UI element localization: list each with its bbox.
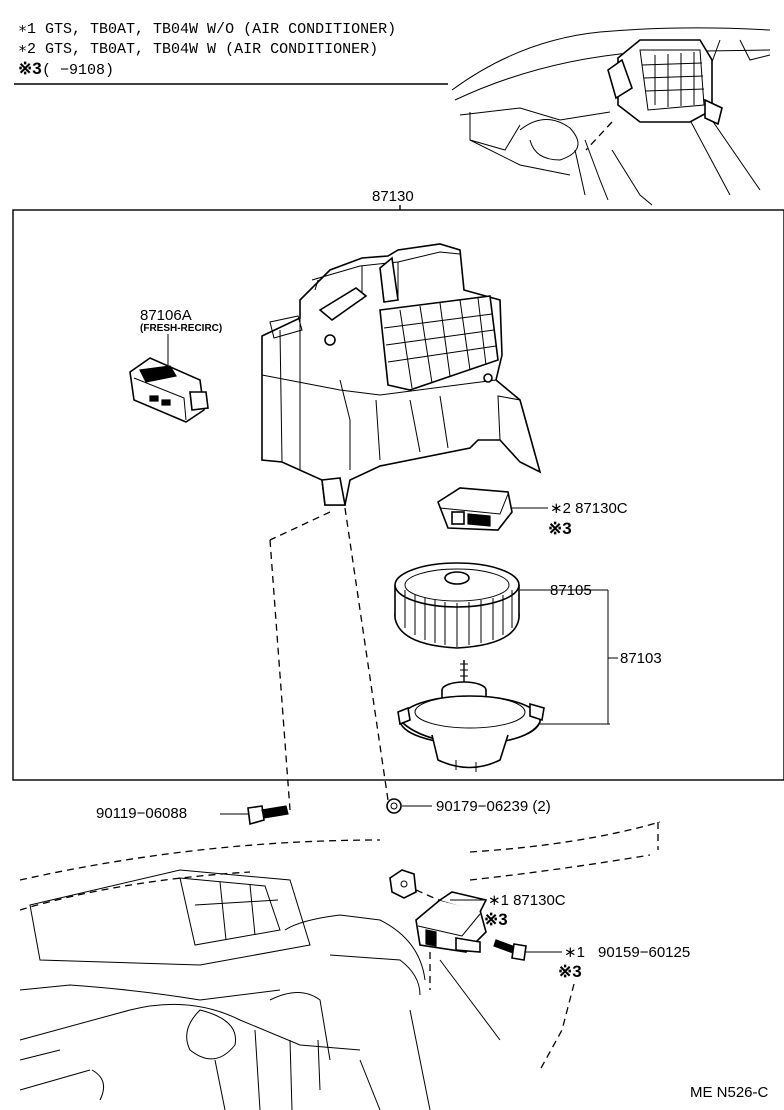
assembly-box	[12, 209, 784, 781]
header-notes: ∗1 GTS, TB0AT, TB04W W/O (AIR CONDITIONE…	[14, 21, 448, 85]
dashboard-location-sketch	[451, 27, 771, 206]
blower-housing	[261, 243, 542, 506]
label-87103: 87103	[620, 650, 662, 667]
blower-resistor-lower	[415, 891, 488, 953]
assembly-label: 87130	[372, 188, 414, 205]
label-87130C-upper: ∗2 87130C	[550, 500, 628, 517]
note-1: ∗1 GTS, TB0AT, TB04W W/O (AIR CONDITIONE…	[18, 21, 396, 38]
note-3-mark: ※3	[18, 59, 42, 78]
label-87105: 87105	[550, 582, 592, 599]
bracket-clip	[389, 869, 417, 899]
label-87130C-lower-note: ※3	[484, 910, 508, 929]
label-87130C-upper-note: ※3	[548, 519, 572, 538]
label-87106A-desc: (FRESH-RECIRC)	[140, 323, 222, 334]
lower-dashboard-sketch	[19, 821, 661, 1110]
blower-fan-87105	[394, 562, 520, 649]
label-90159-note: ※3	[558, 962, 582, 981]
label-87106A: 87106A	[140, 307, 192, 324]
label-90179: 90179−06239 (2)	[436, 798, 551, 815]
label-87130C-lower: ∗1 87130C	[488, 892, 566, 909]
label-90159: 90159−60125	[598, 944, 690, 961]
blower-resistor-upper	[437, 487, 513, 531]
nut-90179	[386, 798, 402, 814]
screw-90159	[493, 939, 527, 961]
label-90119: 90119−06088	[96, 805, 187, 822]
note-3-range: ( −9108)	[42, 62, 114, 79]
blower-motor	[397, 660, 545, 772]
servo-motor-87106A	[129, 357, 209, 423]
screw-90119	[247, 805, 289, 826]
label-90159-mark: ∗1	[564, 944, 585, 961]
footer-code: ME N526-C	[690, 1084, 769, 1101]
note-2: ∗2 GTS, TB0AT, TB04W W (AIR CONDITIONER)	[18, 41, 378, 58]
